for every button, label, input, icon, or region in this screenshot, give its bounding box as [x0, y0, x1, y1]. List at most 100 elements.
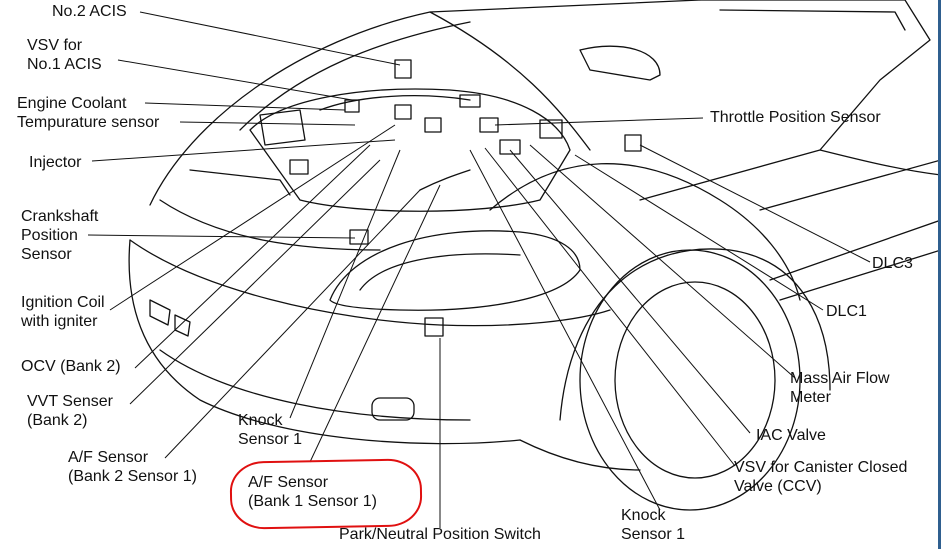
label-engine-coolant-temp: Engine Coolant Tempurature sensor — [17, 94, 159, 132]
leader-coil — [109, 124, 396, 311]
marker-2 — [174, 314, 191, 337]
label-park-neutral-switch: Park/Neutral Position Switch — [339, 526, 541, 543]
leader-iac — [509, 149, 751, 434]
label-knock-right-line1: Knock — [621, 507, 666, 524]
label-vsv-canister-closed-valve: VSV for Canister Closed Valve (CCV) — [734, 458, 907, 496]
label-injector: Injector — [29, 154, 82, 171]
grille-top — [159, 199, 381, 251]
leader-knock-left — [289, 149, 401, 419]
leader-knock-right — [469, 149, 661, 511]
label-vvt-line1: VVT Senser — [27, 393, 113, 410]
label-vsv-no1-acis-line2: No.1 ACIS — [27, 56, 102, 73]
label-af-b1-line1: A/F Sensor — [248, 474, 329, 491]
component-12 — [289, 159, 309, 175]
wheel-inner — [614, 281, 776, 479]
component-3 — [394, 104, 412, 120]
side-crease-1 — [759, 159, 941, 211]
leader-af-b2 — [164, 189, 421, 459]
red-circle-annotation — [229, 458, 423, 530]
label-vvt-sensor-bank2: VVT Senser (Bank 2) — [27, 392, 113, 430]
label-coil-line1: Ignition Coil — [21, 294, 105, 311]
label-throttle-position-sensor: Throttle Position Sensor — [710, 109, 881, 126]
fender-bottom — [519, 439, 641, 471]
label-knock-left-line1: Knock — [238, 412, 283, 429]
label-dlc3: DLC3 — [872, 255, 913, 272]
leader-no2-acis — [139, 11, 401, 66]
component-4 — [424, 117, 442, 133]
label-iac-valve: IAC Valve — [756, 427, 826, 444]
component-9 — [624, 134, 642, 152]
component-1 — [394, 59, 412, 79]
label-vsv-no1-acis: VSV for No.1 ACIS — [27, 36, 102, 74]
label-maf-line2: Meter — [790, 389, 831, 406]
label-af-sensor-bank1: A/F Sensor (Bank 1 Sensor 1) — [248, 473, 377, 511]
label-vsv-no1-acis-line1: VSV for — [27, 37, 83, 54]
leader-af-b1 — [309, 184, 441, 463]
leader-ect — [144, 102, 346, 111]
label-crankshaft-position-sensor: Crankshaft Position Sensor — [21, 207, 98, 264]
hood-outline — [149, 0, 701, 206]
component-5 — [459, 94, 481, 108]
headlight-inner — [359, 253, 521, 291]
label-knock-left-line2: Sensor 1 — [238, 431, 303, 448]
bumper-lower — [159, 349, 471, 421]
label-maf-line1: Mass Air Flow — [790, 370, 890, 387]
label-no2-acis: No.2 ACIS — [52, 3, 127, 20]
tank — [259, 109, 306, 146]
air-box — [579, 45, 661, 81]
leader-maf — [529, 144, 796, 379]
label-coil-line2: with igniter — [21, 313, 98, 330]
leader-ocv — [134, 144, 371, 369]
fender — [489, 163, 801, 301]
side-crease-3 — [779, 249, 941, 301]
label-ckp-line3: Sensor — [21, 246, 72, 263]
leader-tps — [494, 117, 704, 126]
label-knock-sensor-1-right: Knock Sensor 1 — [621, 506, 685, 544]
label-vsv-ccv-line1: VSV for Canister Closed — [734, 459, 908, 476]
windshield-inner — [719, 9, 906, 31]
window-frame-edge — [938, 0, 941, 549]
bumper-top — [129, 239, 611, 327]
leader-vsv-ccv — [484, 147, 736, 467]
af-sensor-wire — [419, 169, 471, 191]
label-ocv-bank2: OCV (Bank 2) — [21, 358, 121, 375]
marker — [149, 299, 171, 326]
strut — [189, 169, 291, 196]
leader-ect-2 — [179, 121, 356, 126]
hood-edge — [429, 11, 591, 151]
component-8 — [539, 119, 563, 139]
component-11 — [424, 317, 444, 337]
component-7 — [499, 139, 521, 155]
label-knock-sensor-1-left: Knock Sensor 1 — [238, 411, 302, 449]
label-dlc1: DLC1 — [826, 303, 867, 320]
label-af-b1-line2: (Bank 1 Sensor 1) — [248, 493, 377, 510]
label-ect-line1: Engine Coolant — [17, 95, 127, 112]
label-af-b2-line1: A/F Sensor — [68, 449, 149, 466]
body-side — [819, 149, 941, 176]
label-vsv-ccv-line2: Valve (CCV) — [734, 478, 822, 495]
intake — [319, 95, 471, 111]
leader-vvt — [129, 159, 381, 405]
side-crease-2 — [769, 219, 941, 281]
fog-light — [371, 397, 415, 421]
label-ignition-coil: Ignition Coil with igniter — [21, 293, 105, 331]
leader-dlc1 — [574, 154, 824, 311]
label-mass-air-flow-meter: Mass Air Flow Meter — [790, 369, 890, 407]
label-ckp-line1: Crankshaft — [21, 208, 99, 225]
bumper-face — [128, 239, 521, 445]
wheel-arch — [559, 248, 831, 421]
engine-block — [249, 88, 571, 212]
label-af-sensor-bank2: A/F Sensor (Bank 2 Sensor 1) — [68, 448, 197, 486]
label-ect-line2: Tempurature sensor — [17, 114, 160, 131]
windshield — [639, 0, 931, 201]
hood-inner — [239, 21, 471, 131]
label-vvt-line2: (Bank 2) — [27, 412, 88, 429]
label-ckp-line2: Position — [21, 227, 78, 244]
component-10 — [349, 229, 369, 245]
leader-injector — [91, 139, 396, 162]
label-knock-right-line2: Sensor 1 — [621, 526, 686, 543]
leader-vsv-acis — [117, 59, 353, 101]
leader-dlc3 — [639, 144, 871, 263]
